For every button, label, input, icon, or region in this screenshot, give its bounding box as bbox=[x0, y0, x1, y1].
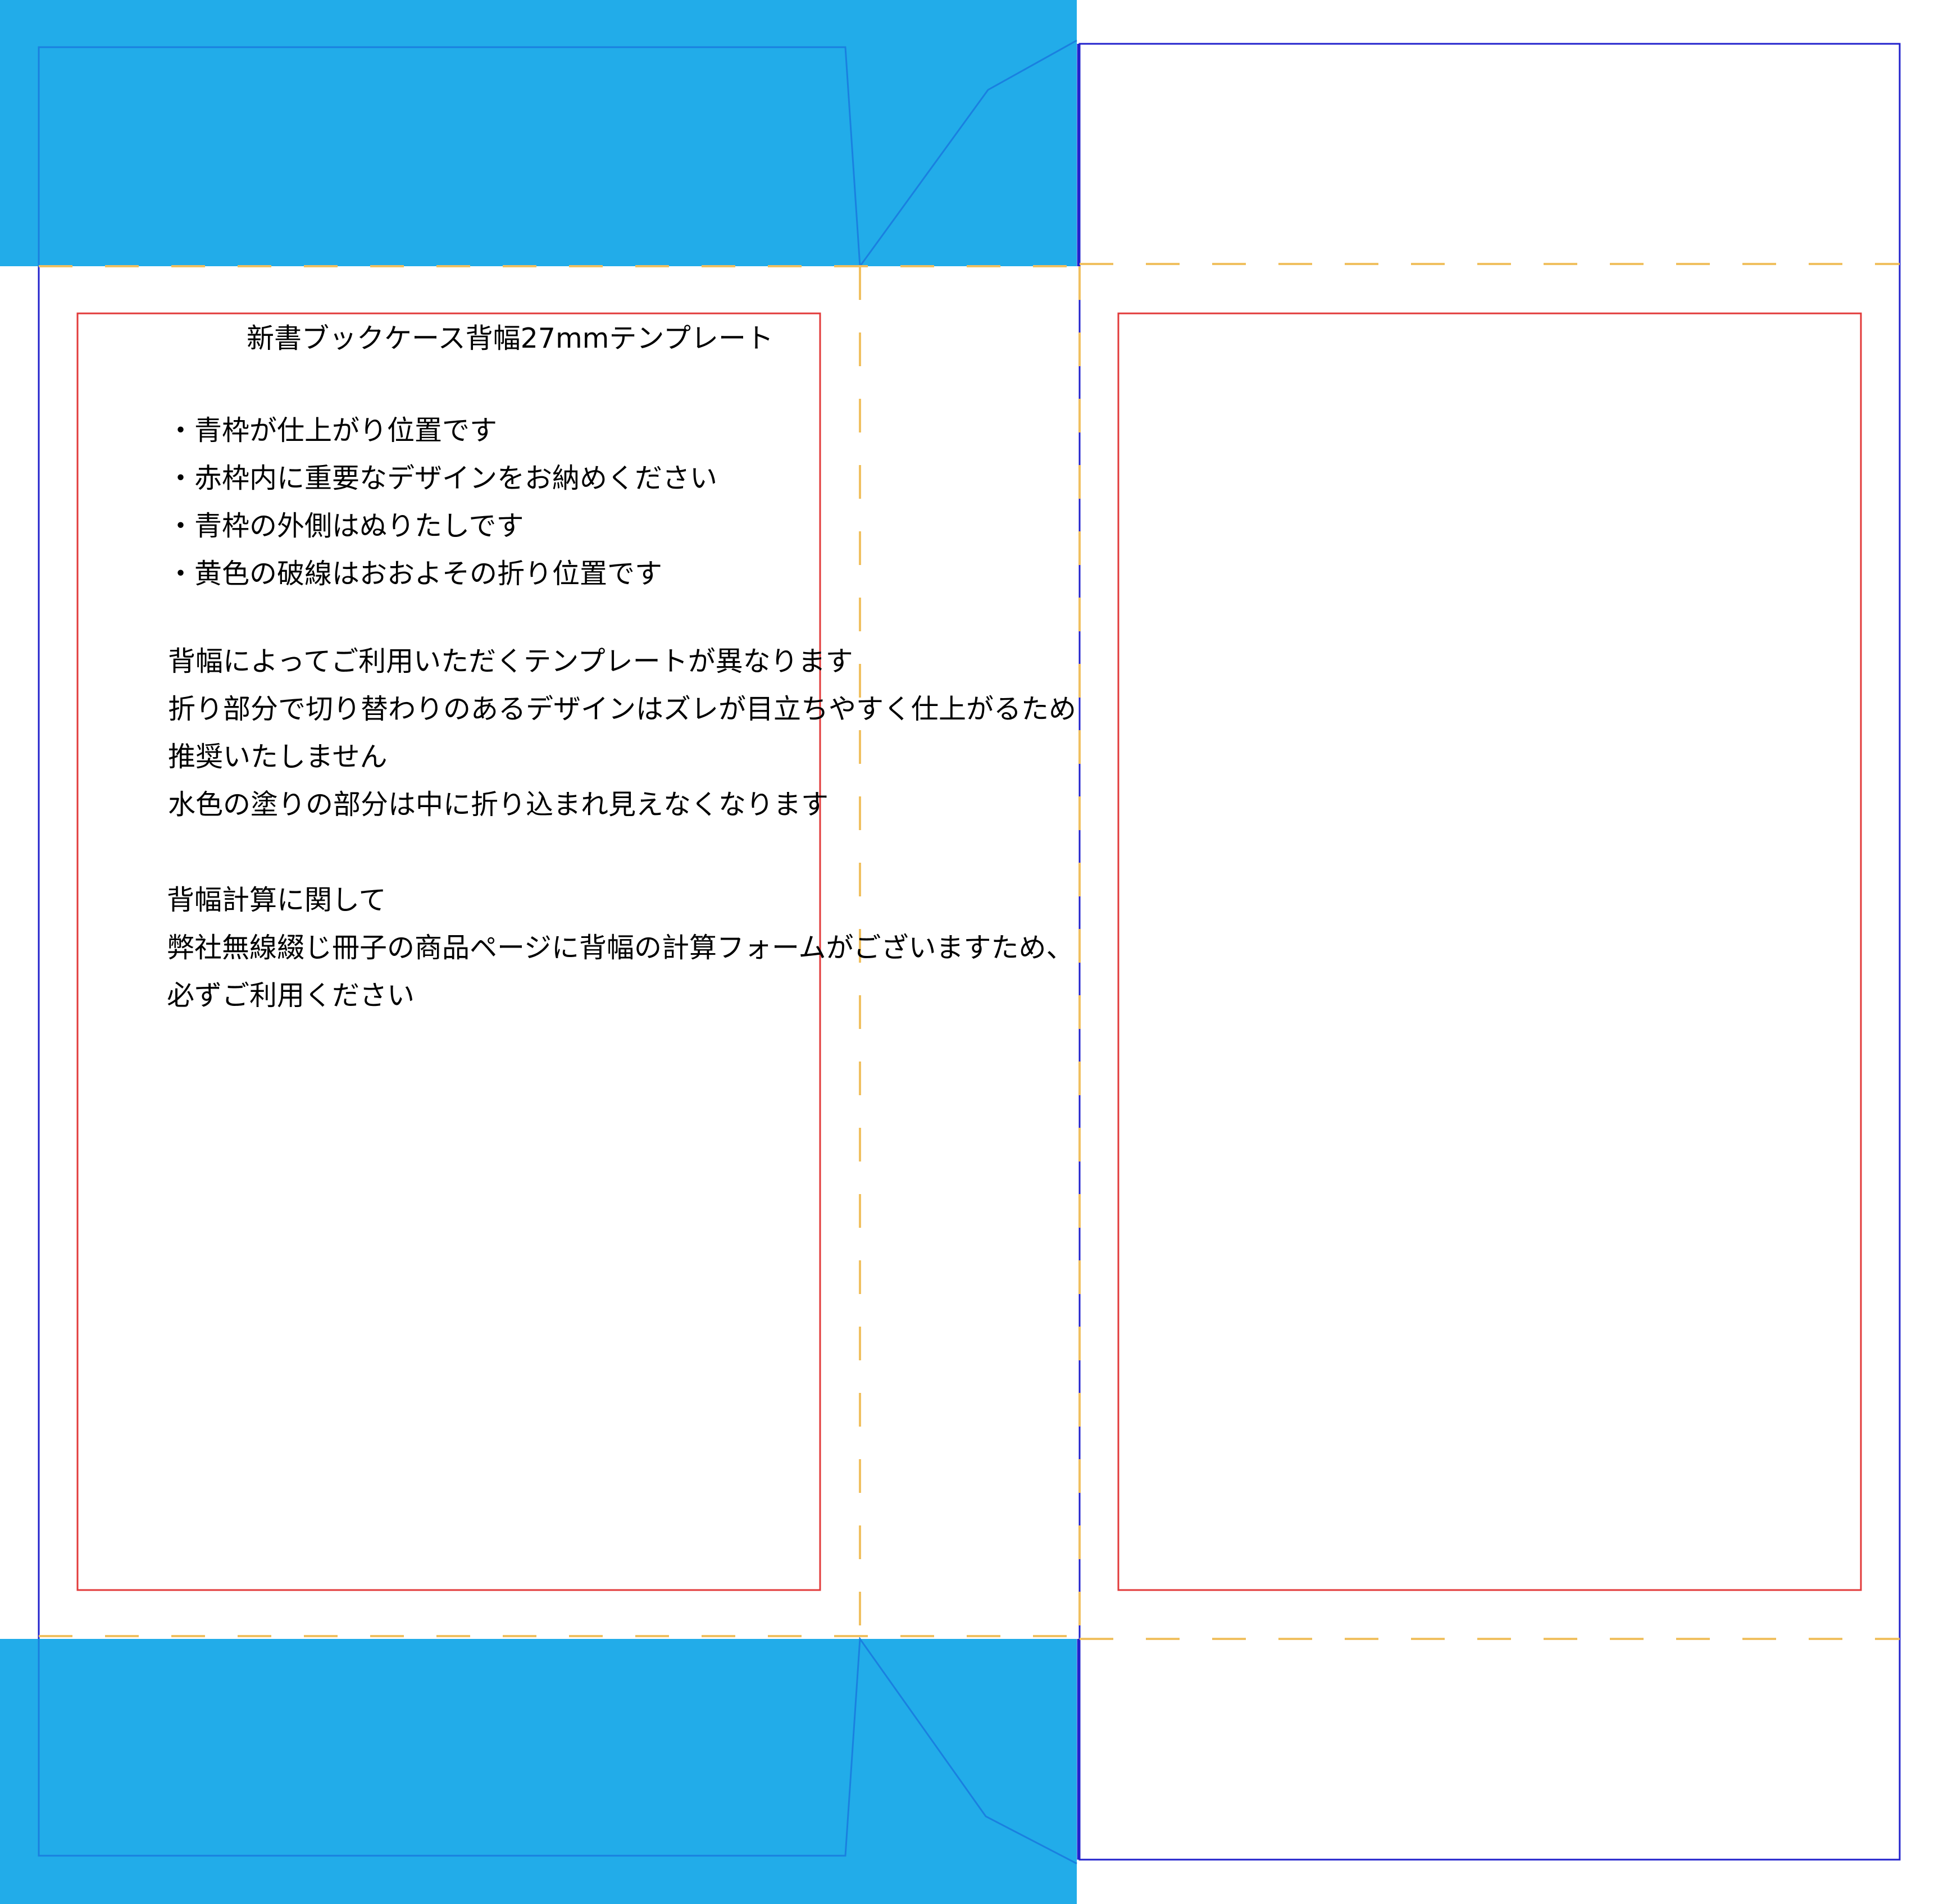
bullet-item: ・青枠が仕上がり位置です bbox=[167, 414, 497, 447]
bottom-fold-fill bbox=[0, 1639, 1077, 1904]
note-line: 折り部分で切り替わりのあるデザインはズレが目立ちやすく仕上がるため bbox=[168, 693, 1076, 725]
template-title: 新書ブックケース背幅27mmテンプレート bbox=[247, 322, 773, 354]
fold-lines bbox=[39, 263, 1900, 1640]
bullet-item: ・青枠の外側はぬりたしです bbox=[167, 510, 524, 542]
spine-calc-line: 弊社無線綴じ冊子の商品ページに背幅の計算フォームがございますため、 bbox=[167, 932, 1074, 964]
right-panel-trim-frame bbox=[1078, 43, 1901, 1861]
note-line: 背幅によってご利用いただくテンプレートが異なります bbox=[168, 645, 853, 677]
right-safe-area bbox=[1117, 312, 1862, 1591]
top-fold-fill bbox=[0, 0, 1077, 266]
bullet-item: ・黄色の破線はおおよその折り位置です bbox=[167, 558, 662, 590]
note-line: 推奨いたしません bbox=[168, 741, 388, 773]
spine-calc-line: 必ずご利用ください bbox=[167, 980, 415, 1012]
bullet-item: ・赤枠内に重要なデザインをお納めください bbox=[167, 462, 717, 494]
note-line: 水色の塗りの部分は中に折り込まれ見えなくなります bbox=[168, 789, 829, 821]
bottom-flap-outline bbox=[38, 1636, 1077, 1865]
left-safe-area bbox=[76, 312, 821, 1591]
spine-calc-heading: 背幅計算に関して bbox=[167, 884, 386, 916]
top-flap-outline bbox=[38, 39, 1077, 269]
